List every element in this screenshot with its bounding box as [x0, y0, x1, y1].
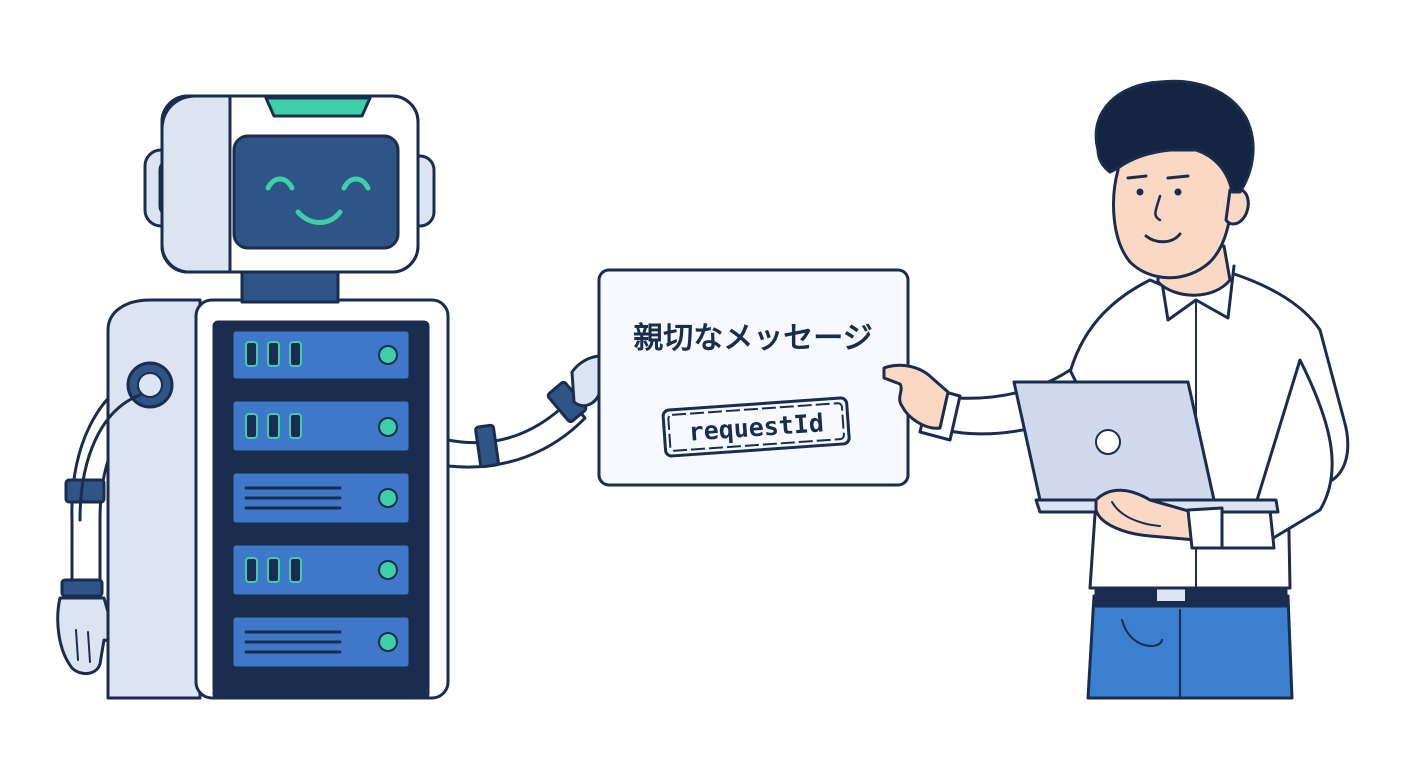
- message-card-frame: [597, 268, 910, 487]
- robot-left-wrist-band: [60, 578, 104, 598]
- person-ear: [1224, 187, 1250, 226]
- laptop-logo: [1095, 429, 1121, 455]
- robot-neck: [240, 268, 340, 304]
- person-mouth: [1144, 232, 1182, 244]
- person-with-laptop: [882, 79, 1350, 700]
- person-right-hand: [1094, 488, 1198, 542]
- robot-head-light: [264, 96, 372, 118]
- belt-buckle: [1155, 587, 1187, 603]
- robot-left-arm-band: [64, 478, 106, 504]
- person-jeans: [1086, 594, 1294, 700]
- server-robot: [56, 94, 618, 700]
- server-unit-4: [230, 542, 412, 598]
- person-face: [1112, 148, 1234, 280]
- person-nose: [1154, 194, 1162, 222]
- robot-right-arm-band: [474, 423, 500, 469]
- robot-eye-left: [265, 176, 295, 191]
- robot-smile: [295, 209, 343, 225]
- person-left-hand: [882, 363, 950, 430]
- server-unit-1: [230, 328, 412, 382]
- person-eye-right: [1174, 188, 1182, 196]
- server-unit-5: [230, 614, 412, 670]
- message-card: 親切なメッセージ requestId: [597, 268, 910, 487]
- person-right-cuff: [1186, 506, 1224, 550]
- server-unit-2: [230, 398, 412, 454]
- message-card-title: 親切なメッセージ: [633, 321, 872, 356]
- robot-body-side: [106, 298, 202, 700]
- person-hair: [1094, 79, 1255, 194]
- server-unit-3: [230, 470, 412, 526]
- person-eyebrow-left: [1126, 174, 1148, 180]
- robot-eye-right: [341, 176, 371, 191]
- robot-face-screen: [232, 134, 400, 250]
- person-eye-left: [1136, 188, 1144, 196]
- person-eyebrow-right: [1166, 174, 1190, 180]
